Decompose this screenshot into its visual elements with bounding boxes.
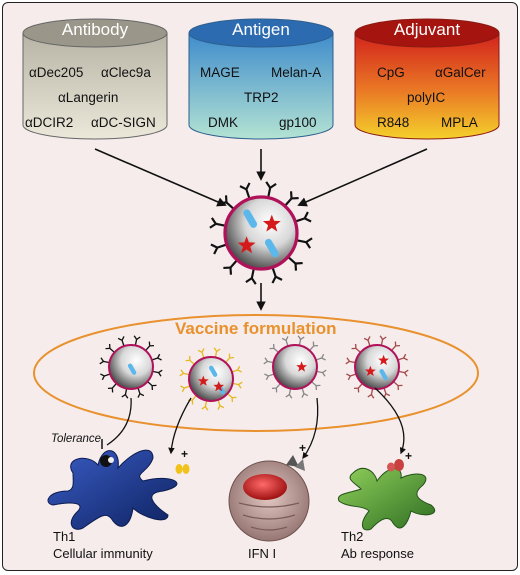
antigen-item-3: TRP2 [244,90,279,105]
antigen-item-2: Melan-A [271,65,321,80]
formulation-title: Vaccine formulation [175,319,337,339]
plus-ifn: + [299,441,306,455]
antibody-item-5: αDC-SIGN [91,115,156,130]
ifn-label: IFN I [248,546,276,561]
nanoparticle-3 [264,336,326,398]
adjuvant-title: Adjuvant [355,20,499,40]
antibody-item-4: αDCIR2 [25,115,73,130]
antibody-item-2: αClec9a [101,65,151,80]
antibody-item-1: αDec205 [29,65,83,80]
central-nanoparticle [210,182,312,284]
adjuvant-item-1: CpG [377,65,405,80]
antibody-item-3: αLangerin [58,90,118,105]
arrow-adjuvant [299,149,427,205]
antibody-title: Antibody [23,20,167,40]
diagram-graphics [3,3,517,570]
adjuvant-item-3: polyIC [407,90,445,105]
adjuvant-item-4: R848 [377,115,409,130]
arrow-th1 [171,398,191,453]
nanoparticle-1 [100,336,162,398]
plus-th2: + [405,449,412,463]
ab-response-label: Ab response [341,546,414,561]
antigen-item-1: MAGE [200,65,240,80]
blue-dendritic-cell [48,450,190,529]
antigen-item-5: gp100 [279,115,317,130]
adjuvant-item-2: αGalCer [435,65,486,80]
ifn-cell [229,455,309,541]
tolerance-label: Tolerance [51,433,101,445]
antigen-item-4: DMK [208,115,238,130]
adjuvant-item-5: MPLA [441,115,478,130]
th1-label: Th1 [53,529,75,544]
arrow-tolerance [107,398,131,445]
plus-th1: + [181,447,188,461]
antigen-title: Antigen [189,20,333,40]
nanoparticle-4 [346,336,408,398]
arrow-antibody [95,149,225,205]
cellular-immunity-label: Cellular immunity [53,546,153,561]
th2-label: Th2 [341,529,363,544]
green-dendritic-cell [338,459,434,530]
